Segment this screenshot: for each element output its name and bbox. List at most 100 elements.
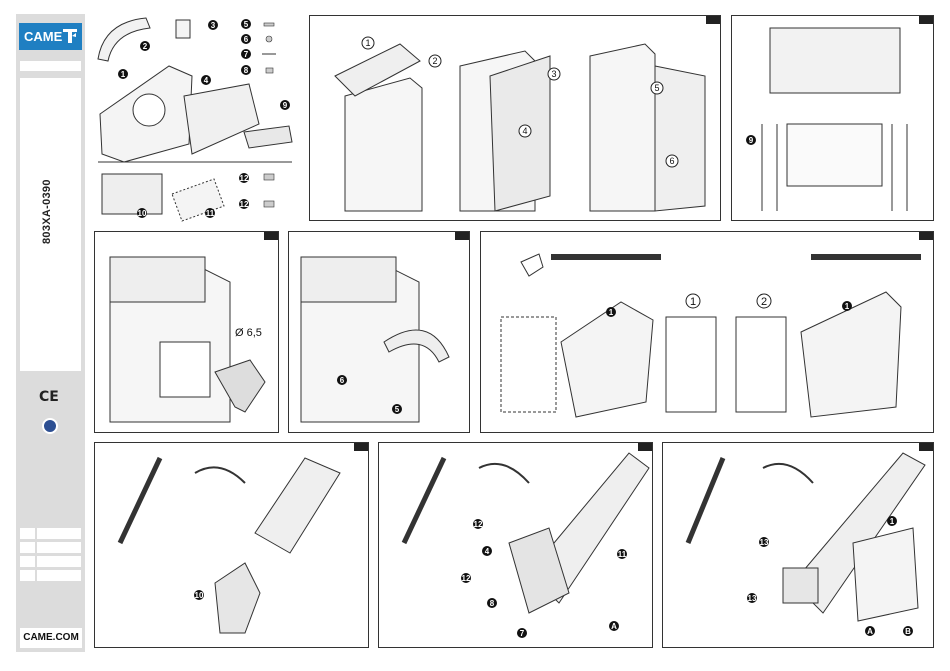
svg-text:8: 8 — [490, 599, 495, 608]
svg-text:7: 7 — [520, 629, 525, 638]
svg-text:8: 8 — [244, 66, 249, 75]
step-1: 1 — [686, 294, 700, 308]
part-number-8: 8 — [241, 65, 251, 75]
beam-cover-panel: 12 4 12 8 7 11 A — [378, 442, 653, 648]
step-1: 1 — [362, 37, 374, 49]
template-panel: 9 — [731, 15, 934, 221]
svg-text:3: 3 — [551, 69, 556, 79]
svg-text:13: 13 — [760, 538, 769, 547]
svg-text:10: 10 — [138, 209, 147, 218]
part-number-12b: 12 — [461, 573, 471, 583]
part-number-9: 9 — [280, 100, 290, 110]
language-row — [20, 556, 81, 569]
brand-name: CAME — [24, 29, 62, 44]
svg-text:12: 12 — [240, 174, 249, 183]
svg-text:5: 5 — [654, 83, 659, 93]
open-cabinet-panel: 1 2 3 4 5 6 — [309, 15, 721, 221]
svg-text:4: 4 — [485, 547, 490, 556]
part-number-3: 3 — [208, 20, 218, 30]
svg-text:B: B — [905, 627, 911, 636]
part-number-12a: 12 — [239, 173, 249, 183]
svg-text:5: 5 — [395, 405, 400, 414]
svg-text:1: 1 — [365, 38, 370, 48]
came-logo: CAME — [19, 23, 82, 50]
part-number-1: 1 — [887, 516, 897, 526]
part-number-7: 7 — [517, 628, 527, 638]
step-2: 2 — [757, 294, 771, 308]
step-4: 4 — [519, 125, 531, 137]
part-number-12b: 12 — [239, 199, 249, 209]
sidebar: CAME 803XA-0390 CE CAME.COM — [16, 14, 85, 652]
language-row — [20, 542, 81, 555]
language-row — [20, 528, 81, 541]
svg-text:2: 2 — [432, 56, 437, 66]
beam-mount-illustration: 1 13 13 A B — [663, 443, 934, 648]
sidebar-blank-field — [20, 61, 81, 71]
part-number-7: 7 — [241, 49, 251, 59]
svg-text:1: 1 — [121, 70, 126, 79]
svg-text:13: 13 — [748, 594, 757, 603]
part-number-6: 6 — [337, 375, 347, 385]
drill-size-label: Ø 6,5 — [235, 327, 262, 339]
wire-label-a: A — [609, 621, 619, 631]
svg-text:A: A — [867, 627, 873, 636]
spring-panel: 1 2 1 1 — [480, 231, 934, 433]
svg-text:1: 1 — [845, 302, 850, 311]
svg-text:4: 4 — [522, 126, 527, 136]
part-number-9: 9 — [746, 135, 756, 145]
template-illustration: 9 — [732, 16, 934, 221]
svg-text:10: 10 — [195, 591, 204, 600]
fix-plate-panel: 6 5 — [288, 231, 470, 433]
part-number-11: 11 — [205, 208, 215, 218]
svg-text:6: 6 — [244, 35, 249, 44]
part-number-4: 4 — [482, 546, 492, 556]
part-number-4: 4 — [201, 75, 211, 85]
part-number-11: 11 — [617, 549, 627, 559]
part-number-1-b: 1 — [842, 301, 852, 311]
step-5: 5 — [651, 82, 663, 94]
part-number-6: 6 — [241, 34, 251, 44]
svg-text:9: 9 — [283, 101, 288, 110]
svg-text:A: A — [611, 622, 617, 631]
part-number-5: 5 — [392, 404, 402, 414]
svg-text:6: 6 — [669, 156, 674, 166]
part-number-1: 1 — [118, 69, 128, 79]
svg-text:4: 4 — [204, 76, 209, 85]
part-number-2: 2 — [140, 41, 150, 51]
svg-text:3: 3 — [211, 21, 216, 30]
spring-illustration: 1 2 1 1 — [481, 232, 934, 433]
step-6: 6 — [666, 155, 678, 167]
drill-illustration: Ø 6,5 — [95, 232, 279, 433]
step-3: 3 — [548, 68, 560, 80]
document-code: 803XA-0390 — [41, 224, 53, 244]
came-logo-icon — [63, 27, 77, 45]
svg-text:9: 9 — [749, 136, 754, 145]
language-row — [20, 570, 81, 583]
part-number-13b: 13 — [747, 593, 757, 603]
part-number-12a: 12 — [473, 519, 483, 529]
ce-mark: CE — [39, 389, 59, 405]
language-index — [20, 528, 81, 584]
wire-label-a: A — [865, 626, 875, 636]
part-number-13a: 13 — [759, 537, 769, 547]
svg-text:12: 12 — [462, 574, 471, 583]
part-number-10: 10 — [194, 590, 204, 600]
svg-text:1: 1 — [890, 517, 895, 526]
part-number-5: 5 — [241, 19, 251, 29]
website-label: CAME.COM — [20, 628, 82, 648]
svg-text:11: 11 — [206, 209, 215, 218]
parts-list-panel: 1 2 3 4 5 6 7 8 9 10 11 12 12 — [94, 14, 299, 224]
beam-cover-illustration: 12 4 12 8 7 11 A — [379, 443, 653, 648]
svg-text:12: 12 — [240, 200, 249, 209]
part-number-1: 1 — [606, 307, 616, 317]
wire-label-b: B — [903, 626, 913, 636]
svg-text:1: 1 — [690, 296, 696, 308]
beam-insert-panel: 10 — [94, 442, 369, 648]
svg-text:11: 11 — [618, 550, 627, 559]
part-number-8: 8 — [487, 598, 497, 608]
open-cabinet-illustration: 1 2 3 4 5 6 — [310, 16, 721, 221]
svg-text:6: 6 — [340, 376, 345, 385]
beam-insert-illustration: 10 — [95, 443, 369, 648]
svg-text:5: 5 — [244, 20, 249, 29]
certification-icon — [42, 418, 58, 434]
